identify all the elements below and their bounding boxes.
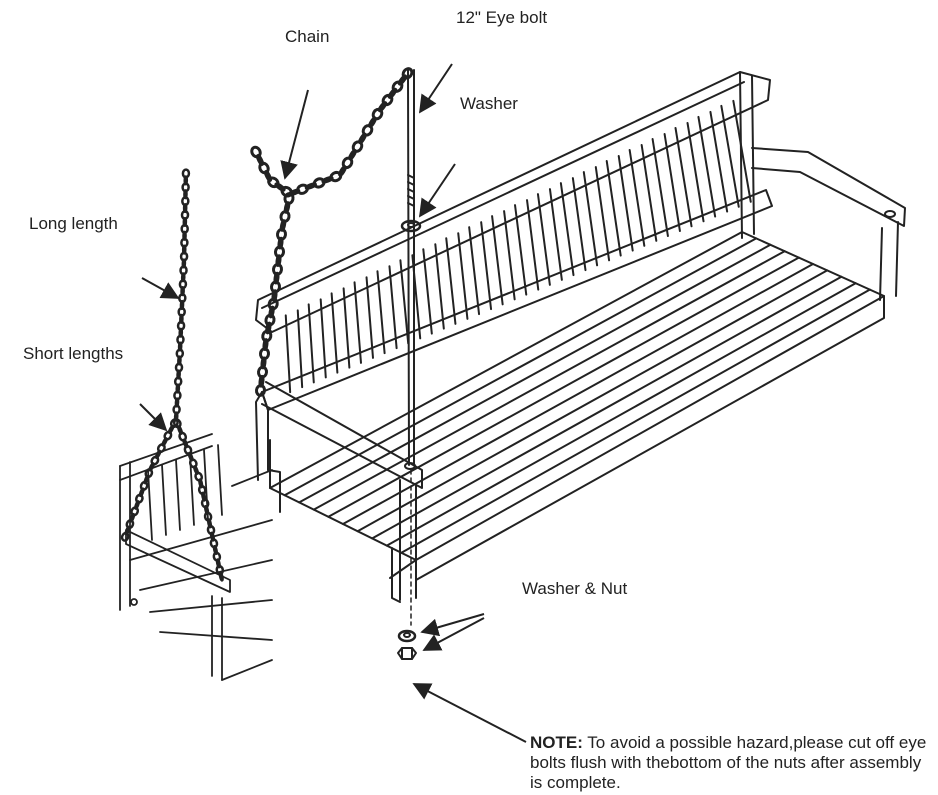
back-slat bbox=[445, 232, 469, 325]
back-slat bbox=[284, 309, 304, 394]
back-slat bbox=[628, 144, 658, 247]
back-slat bbox=[536, 188, 563, 286]
seat-slat bbox=[312, 250, 786, 511]
washer-top bbox=[400, 219, 422, 233]
note-prefix: NOTE: bbox=[530, 733, 583, 752]
back-slat bbox=[307, 298, 327, 384]
seat-slat bbox=[371, 275, 843, 540]
back-slat bbox=[674, 121, 705, 228]
small-back-slat bbox=[161, 464, 167, 536]
chain-link bbox=[397, 74, 408, 86]
washer-and-nut bbox=[397, 629, 417, 660]
label-long-length: Long length bbox=[29, 214, 118, 233]
chain-link bbox=[265, 321, 272, 335]
arrow-nut bbox=[422, 617, 485, 651]
seat-slat bbox=[298, 243, 772, 504]
small-back-slat bbox=[217, 444, 223, 516]
swing-front-posts bbox=[267, 469, 401, 603]
small-swing-inset bbox=[119, 433, 273, 681]
back-slat bbox=[582, 166, 611, 267]
chain-link bbox=[387, 87, 398, 99]
swing-back-slats bbox=[284, 99, 752, 394]
label-short-lengths: Short lengths bbox=[23, 344, 124, 363]
arrow-long-length bbox=[141, 277, 180, 299]
chain-link bbox=[377, 101, 388, 113]
chain-link bbox=[268, 305, 275, 319]
label-washer: Washer bbox=[460, 94, 518, 113]
seat-slat bbox=[356, 269, 829, 533]
back-slat bbox=[697, 110, 729, 218]
chain bbox=[250, 67, 414, 397]
back-slat bbox=[605, 155, 634, 257]
chain-link bbox=[274, 182, 286, 192]
back-slat bbox=[720, 99, 752, 208]
short-chain-link bbox=[218, 571, 224, 582]
back-slat bbox=[559, 177, 587, 277]
arrow-note bbox=[412, 683, 527, 743]
safety-note: NOTE: To avoid a possible hazard,please … bbox=[530, 733, 930, 793]
swing-right-arm bbox=[751, 147, 906, 301]
label-washer-nut: Washer & Nut bbox=[522, 579, 628, 598]
seat-slat bbox=[283, 237, 758, 497]
small-back-slat bbox=[175, 459, 181, 531]
short-chain-link bbox=[120, 531, 130, 542]
arrow-chain bbox=[280, 89, 309, 180]
label-eye-bolt: 12" Eye bolt bbox=[456, 8, 548, 27]
long-length-chain bbox=[172, 168, 191, 422]
long-chain-link bbox=[173, 411, 179, 422]
chain-link bbox=[401, 67, 414, 80]
chain-link bbox=[254, 383, 267, 397]
back-slat bbox=[376, 265, 398, 355]
back-slat bbox=[514, 199, 540, 296]
seat-slat bbox=[385, 282, 857, 547]
back-slat bbox=[353, 276, 374, 364]
back-slat bbox=[468, 221, 493, 316]
swing-right-post bbox=[739, 71, 755, 239]
back-slat bbox=[330, 287, 351, 374]
note-text: To avoid a possible hazard,please cut of… bbox=[530, 733, 927, 792]
arrow-short-lengths bbox=[139, 403, 168, 432]
small-back-slat bbox=[147, 469, 153, 541]
back-slat bbox=[651, 132, 681, 238]
arrow-eye-bolt bbox=[419, 63, 453, 114]
arrow-washer bbox=[420, 613, 485, 637]
small-swing-chains bbox=[120, 418, 225, 582]
label-chain: Chain bbox=[285, 27, 330, 46]
eye-bolt bbox=[407, 69, 415, 626]
arrow-washer bbox=[418, 163, 456, 218]
seat-slat bbox=[327, 256, 800, 518]
back-slat bbox=[422, 243, 445, 335]
seat-slat bbox=[400, 288, 871, 554]
back-slat bbox=[491, 210, 516, 306]
